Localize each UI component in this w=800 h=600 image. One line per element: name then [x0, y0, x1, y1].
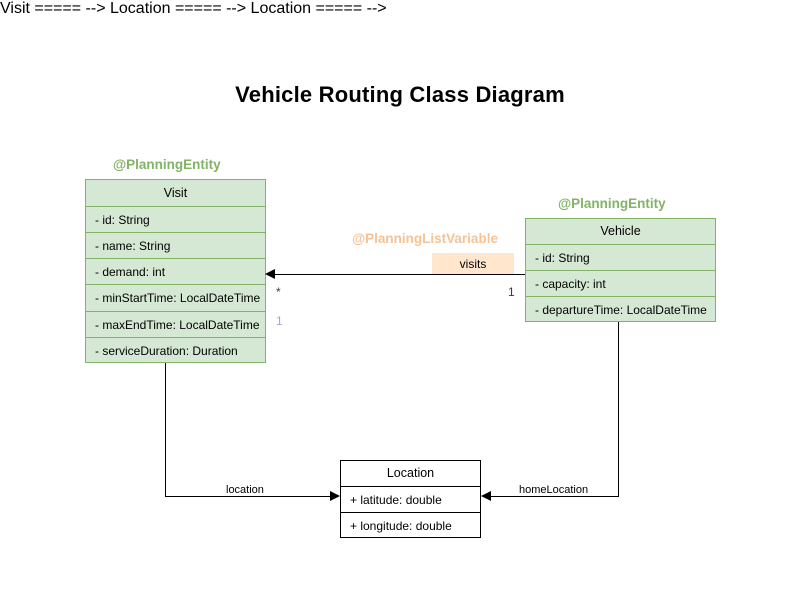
attribute-row: - id: String	[526, 245, 715, 271]
edge-visit-location-arrowhead	[330, 491, 340, 501]
stereotype-planning-list-variable: @PlanningListVariable	[352, 231, 498, 246]
attribute-row: + longitude: double	[350, 519, 452, 533]
edge-vehicle-visits-arrowhead	[265, 269, 275, 279]
multiplicity-visit-side: *	[276, 285, 281, 299]
page-title: Vehicle Routing Class Diagram	[235, 82, 565, 107]
stereotype-visit: @PlanningEntity	[113, 157, 221, 172]
multiplicity-vehicle-side: 1	[508, 285, 515, 299]
attribute-row: - name: String	[86, 233, 265, 259]
edge-label-location: location	[226, 484, 264, 496]
class-name-vehicle: Vehicle	[526, 219, 715, 245]
multiplicity-visit-inverse: 1	[276, 314, 283, 328]
edge-vehicle-homelocation-arrowhead	[481, 491, 491, 501]
class-name-location: Location	[341, 461, 480, 487]
attribute-row: - serviceDuration: Duration	[95, 344, 238, 358]
edge-label-homelocation: homeLocation	[519, 484, 589, 496]
edge-visit-location-vertical	[165, 363, 166, 496]
edge-visit-location-horizontal	[165, 496, 331, 497]
attribute-row: - demand: int	[86, 259, 265, 285]
edge-vehicle-visits-line	[274, 274, 525, 275]
class-box-location[interactable]: Location + latitude: double + longitude:…	[340, 460, 481, 538]
class-box-visit[interactable]: Visit - id: String - name: String - dema…	[85, 179, 266, 363]
edge-vehicle-homelocation-horizontal	[490, 496, 619, 497]
class-name-visit: Visit	[86, 180, 265, 207]
attribute-row: - departureTime: LocalDateTime	[535, 303, 707, 317]
attribute-row: - capacity: int	[526, 271, 715, 297]
attribute-row: - id: String	[86, 207, 265, 233]
attribute-row: + latitude: double	[341, 487, 480, 513]
edge-vehicle-homelocation-vertical	[618, 322, 619, 496]
edge-label-visits: visits	[432, 253, 514, 275]
attribute-row: - minStartTime: LocalDateTime	[86, 285, 265, 312]
stereotype-vehicle: @PlanningEntity	[558, 196, 666, 211]
class-box-vehicle[interactable]: Vehicle - id: String - capacity: int - d…	[525, 218, 716, 322]
attribute-row: - maxEndTime: LocalDateTime	[86, 312, 265, 338]
